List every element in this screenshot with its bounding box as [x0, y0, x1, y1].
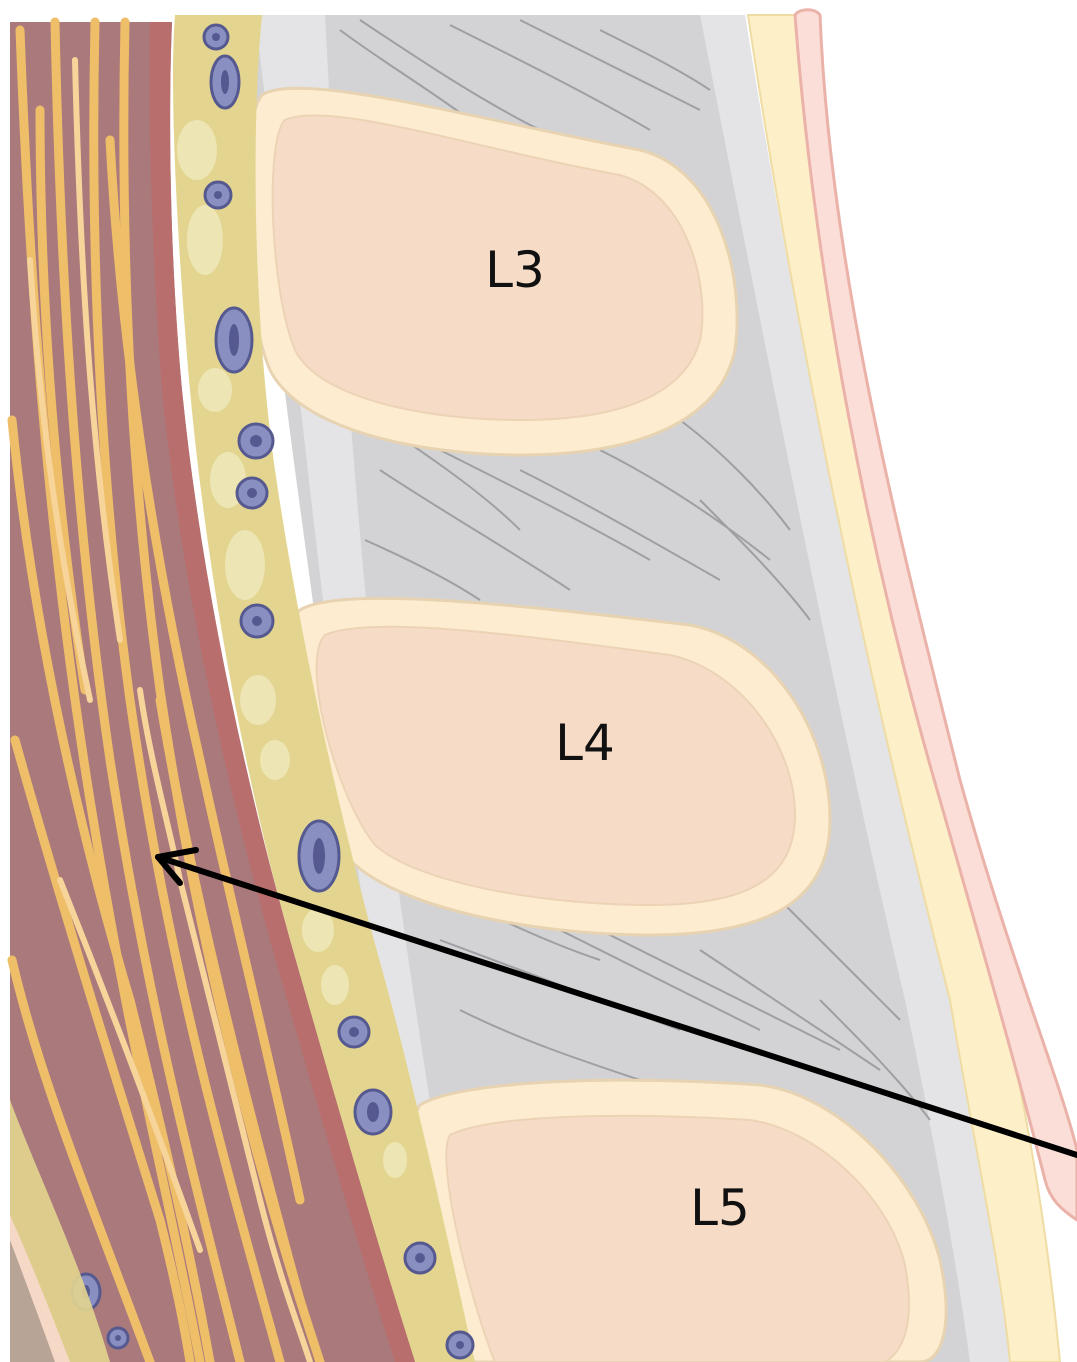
label-l5: L5 — [690, 1179, 750, 1237]
label-l3: L3 — [485, 241, 545, 299]
label-l4: L4 — [555, 714, 615, 772]
